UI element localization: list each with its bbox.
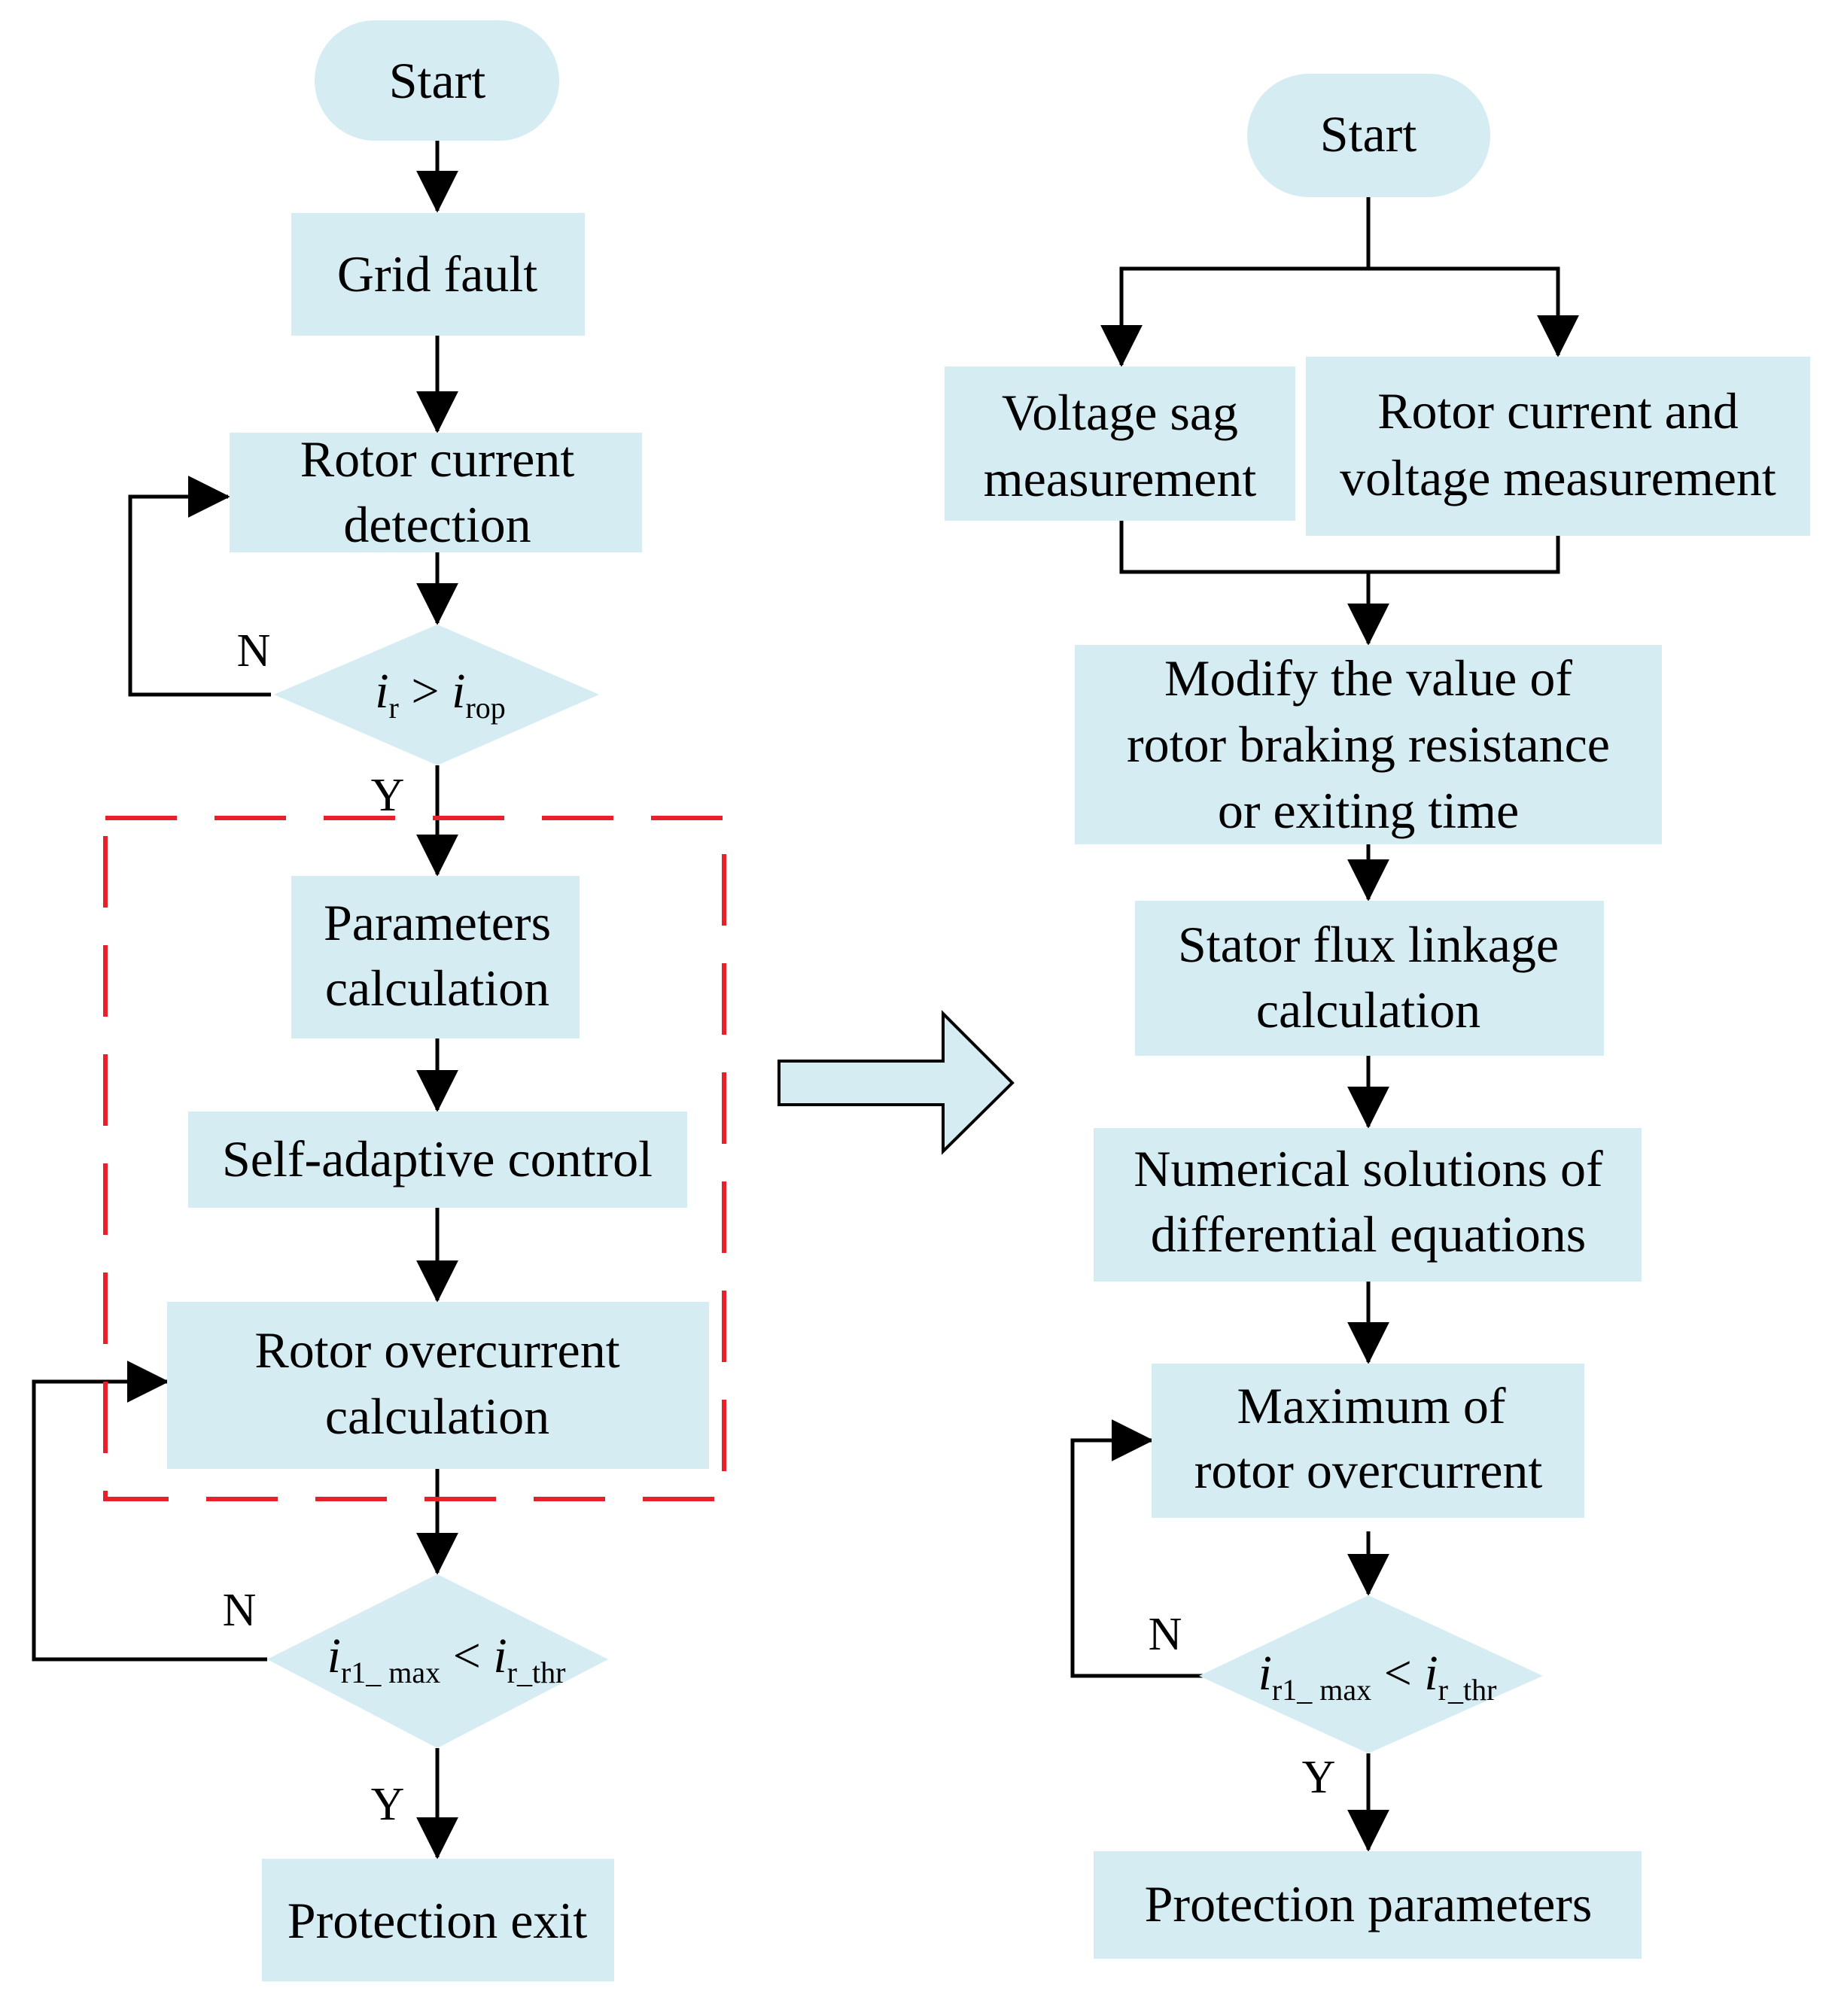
left-start-label: Start — [389, 52, 486, 109]
right-threshold-decision — [1199, 1595, 1543, 1753]
overcurrent-line-1: Rotor overcurrent — [254, 1321, 619, 1379]
feedback-loop-right — [1070, 1419, 1203, 1678]
right-start-terminal — [1247, 74, 1490, 197]
voltage-sag-measurement-box — [945, 366, 1295, 521]
decision1-expression: ir > irop — [375, 664, 506, 725]
split-to-rotor-measurement — [1368, 266, 1579, 357]
rotor-cv-line-2: voltage measurement — [1340, 449, 1776, 506]
numerical-solutions-box — [1094, 1128, 1642, 1282]
overcurrent-line-2: calculation — [325, 1388, 549, 1445]
right-decision-yes-label: Y — [1302, 1752, 1336, 1803]
feedback-loop-n2 — [32, 1361, 267, 1662]
self-adaptive-label: Self-adaptive control — [222, 1130, 653, 1187]
numerical-line-2: differential equations — [1151, 1206, 1586, 1263]
decision2-expression: ir1_ max < ir_thr — [327, 1628, 566, 1689]
parameters-line-2: calculation — [325, 959, 549, 1017]
modify-resistance-box — [1075, 645, 1662, 844]
protection-exit-label: Protection exit — [288, 1892, 588, 1949]
decision2-no-label: N — [223, 1585, 257, 1636]
merge-lines — [1119, 521, 1560, 574]
voltage-sag-line-1: Voltage sag — [1002, 384, 1238, 441]
maximum-line-2: rotor overcurrent — [1194, 1442, 1543, 1499]
rotor-current-detection-box — [230, 433, 642, 552]
split-to-voltage-sag — [1100, 266, 1368, 367]
protection-exit-box — [262, 1859, 614, 1981]
protection-parameters-label: Protection parameters — [1145, 1875, 1593, 1932]
rotor-overcurrent-calculation-box — [167, 1302, 709, 1469]
block-right-arrow-icon — [777, 1010, 1015, 1155]
stator-flux-calculation-box — [1135, 901, 1604, 1056]
right-connectors — [1070, 197, 1579, 1852]
right-flowchart: Start Voltage sag measurement Rotor curr… — [945, 74, 1810, 1959]
modify-line-2: rotor braking resistance — [1127, 716, 1610, 773]
decision1-no-label: N — [237, 625, 271, 677]
grid-fault-box — [291, 213, 585, 336]
voltage-sag-line-2: measurement — [984, 450, 1257, 507]
decision2-yes-label: Y — [371, 1779, 405, 1830]
self-adaptive-control-box — [188, 1111, 687, 1208]
parameters-line-1: Parameters — [324, 894, 551, 951]
maximum-line-1: Maximum of — [1237, 1377, 1506, 1434]
stator-line-1: Stator flux linkage — [1178, 916, 1559, 973]
rotor-current-threshold-decision — [274, 625, 599, 765]
grid-fault-label: Grid fault — [337, 245, 537, 303]
parameters-calculation-box — [291, 876, 580, 1038]
decision1-yes-label: Y — [371, 770, 405, 821]
rotor-cv-line-1: Rotor current and — [1377, 382, 1739, 439]
numerical-line-1: Numerical solutions of — [1134, 1140, 1603, 1197]
left-flowchart: Start Grid fault Rotor current detection… — [32, 20, 726, 1981]
right-start-label: Start — [1320, 105, 1417, 163]
right-decision-expression: ir1_ max < ir_thr — [1258, 1646, 1497, 1707]
rotor-detection-line-2: detection — [343, 496, 531, 553]
left-start-terminal — [315, 20, 559, 141]
feedback-loop-n1 — [128, 476, 271, 697]
maximum-overcurrent-box — [1152, 1364, 1584, 1518]
right-decision-no-label: N — [1149, 1609, 1182, 1660]
rotor-current-voltage-measurement-box — [1306, 357, 1810, 536]
rotor-detection-line-1: Rotor current — [300, 430, 575, 488]
protection-parameters-box — [1094, 1851, 1642, 1959]
stator-line-2: calculation — [1256, 981, 1480, 1038]
modify-line-3: or exiting time — [1218, 782, 1519, 839]
overcurrent-threshold-decision — [267, 1574, 608, 1748]
modify-line-1: Modify the value of — [1164, 649, 1572, 707]
